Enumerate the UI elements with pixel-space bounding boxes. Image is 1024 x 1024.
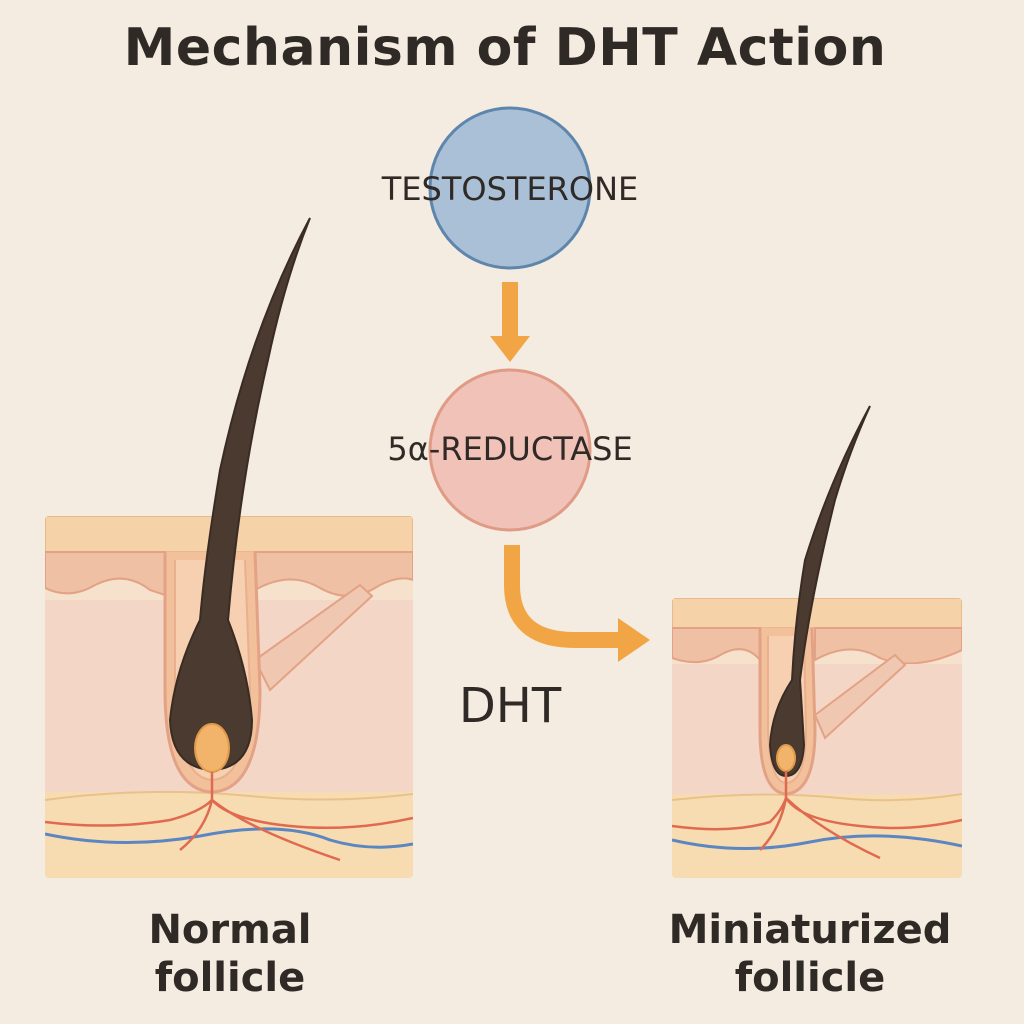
normal-caption-line-2: follicle [154, 955, 306, 1001]
normal-follicle-illustration [45, 217, 413, 878]
miniaturized-follicle-caption: Miniaturized follicle [650, 906, 970, 1002]
page-title: Mechanism of DHT Action [123, 18, 887, 78]
normal-caption-line-1: Normal [148, 907, 312, 953]
reductase-circle [428, 368, 592, 532]
testosterone-circle [428, 106, 592, 270]
reductase-label: 5α-REDUCTASE [387, 430, 633, 468]
miniaturized-caption-line-2: follicle [734, 955, 886, 1001]
dht-label: DHT [458, 678, 562, 734]
miniaturized-follicle-illustration [672, 405, 962, 878]
testosterone-label: TESTOSTERONE [381, 170, 639, 208]
miniaturized-caption-line-1: Miniaturized [668, 907, 952, 953]
arrow-down-icon [490, 282, 530, 362]
curved-arrow-icon [504, 545, 650, 662]
normal-follicle-caption: Normal follicle [100, 906, 360, 1002]
